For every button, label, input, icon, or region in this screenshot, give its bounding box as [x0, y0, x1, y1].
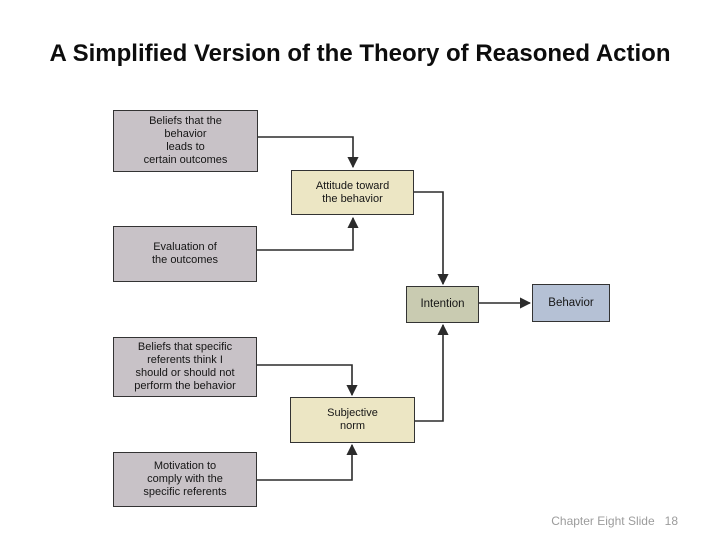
box-attitude-toward-behavior: Attitude toward the behavior	[291, 170, 414, 215]
connector-subjective-norm-to-intention	[415, 323, 449, 422]
box-beliefs-specific-referents: Beliefs that specific referents think I …	[113, 337, 257, 397]
connector-beliefs-outcomes-to-attitude	[258, 136, 359, 169]
footer: Chapter Eight Slide 18	[551, 514, 678, 528]
box-subjective-norm: Subjective norm	[290, 397, 415, 443]
connector-beliefs-referents-to-subjective-norm	[257, 364, 358, 397]
box-evaluation-of-outcomes: Evaluation of the outcomes	[113, 226, 257, 282]
box-beliefs-outcomes: Beliefs that the behavior leads to certa…	[113, 110, 258, 172]
connector-evaluation-to-attitude	[257, 216, 359, 251]
connector-motivation-to-subjective-norm	[257, 443, 358, 481]
box-behavior: Behavior	[532, 284, 610, 322]
box-intention: Intention	[406, 286, 479, 323]
footer-page-number: 18	[664, 514, 678, 528]
footer-label: Chapter Eight Slide	[551, 514, 655, 528]
page-title: A Simplified Version of the Theory of Re…	[49, 40, 671, 67]
box-motivation-to-comply: Motivation to comply with the specific r…	[113, 452, 257, 507]
connector-attitude-to-intention	[414, 191, 449, 286]
